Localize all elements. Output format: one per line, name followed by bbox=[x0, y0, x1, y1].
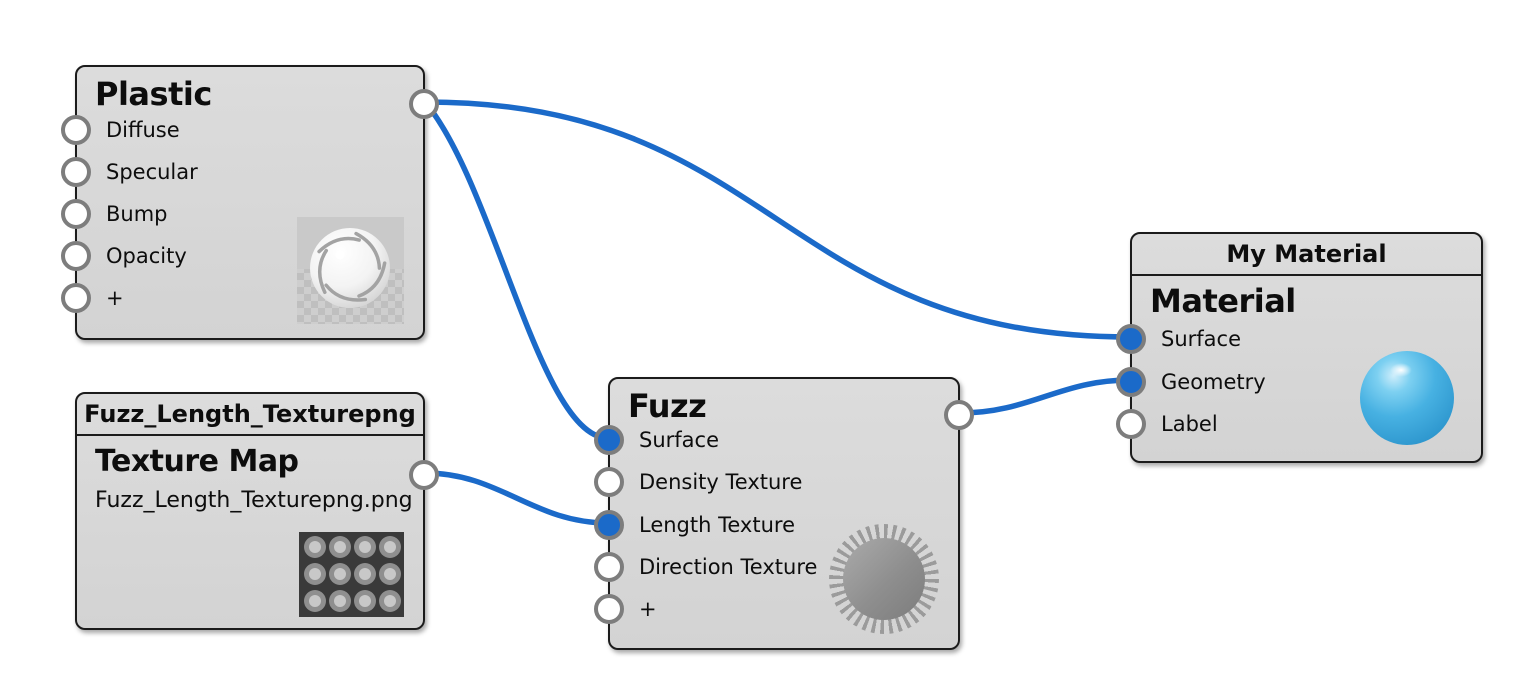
node-header[interactable]: Fuzz_Length_Texturepng bbox=[77, 394, 423, 436]
texture-filename: Fuzz_Length_Texturepng.png bbox=[95, 488, 413, 513]
port-label: Surface bbox=[1161, 327, 1242, 351]
input-port-surface[interactable] bbox=[594, 425, 624, 455]
input-port-geometry[interactable] bbox=[1116, 367, 1146, 397]
node-my-material[interactable]: My Material Material Surface Geometry La… bbox=[1116, 232, 1483, 463]
input-port-add[interactable] bbox=[594, 594, 624, 624]
node-title: Material bbox=[1150, 282, 1296, 320]
material-sphere-preview bbox=[1360, 351, 1454, 445]
node-header[interactable]: My Material bbox=[1132, 234, 1481, 276]
input-port-add[interactable] bbox=[61, 283, 91, 313]
port-label: Length Texture bbox=[639, 513, 795, 537]
input-port-diffuse[interactable] bbox=[61, 115, 91, 145]
port-label: Density Texture bbox=[639, 470, 803, 494]
wire-texture-to-fuzz-length[interactable] bbox=[422, 470, 611, 526]
texture-preview bbox=[299, 532, 404, 617]
input-port-label[interactable] bbox=[1116, 409, 1146, 439]
port-label: + bbox=[639, 597, 657, 621]
output-port-plastic[interactable] bbox=[409, 89, 439, 119]
input-port-opacity[interactable] bbox=[61, 241, 91, 271]
output-port-fuzz[interactable] bbox=[944, 400, 974, 430]
port-label: + bbox=[106, 286, 124, 310]
node-title: Texture Map bbox=[95, 444, 299, 479]
input-port-length-texture[interactable] bbox=[594, 510, 624, 540]
node-title: Fuzz bbox=[628, 387, 707, 425]
port-label: Label bbox=[1161, 412, 1218, 436]
output-port-texture[interactable] bbox=[409, 460, 439, 490]
input-port-density-texture[interactable] bbox=[594, 467, 624, 497]
node-plastic[interactable]: Plastic Diffuse Specular Bump Opacity + bbox=[61, 65, 439, 340]
port-label: Direction Texture bbox=[639, 555, 818, 579]
node-texture-map[interactable]: Fuzz_Length_Texturepng Texture Map Fuzz_… bbox=[75, 392, 439, 630]
fuzz-material-preview bbox=[829, 524, 939, 634]
port-label: Bump bbox=[106, 202, 168, 226]
port-label: Surface bbox=[639, 428, 720, 452]
wire-fuzz-to-material-geometry[interactable] bbox=[957, 377, 1133, 416]
port-label: Opacity bbox=[106, 244, 187, 268]
input-port-bump[interactable] bbox=[61, 199, 91, 229]
input-port-direction-texture[interactable] bbox=[594, 552, 624, 582]
wire-plastic-to-fuzz-surface[interactable] bbox=[422, 99, 611, 441]
node-title: Plastic bbox=[95, 75, 212, 113]
wire-plastic-to-material-surface[interactable] bbox=[422, 99, 1133, 340]
node-fuzz[interactable]: Fuzz Surface Density Texture Length Text… bbox=[594, 377, 974, 650]
port-label: Geometry bbox=[1161, 370, 1266, 394]
plastic-material-preview bbox=[297, 217, 404, 324]
port-label: Diffuse bbox=[106, 118, 180, 142]
port-label: Specular bbox=[106, 160, 198, 184]
input-port-surface[interactable] bbox=[1116, 324, 1146, 354]
input-port-specular[interactable] bbox=[61, 157, 91, 187]
